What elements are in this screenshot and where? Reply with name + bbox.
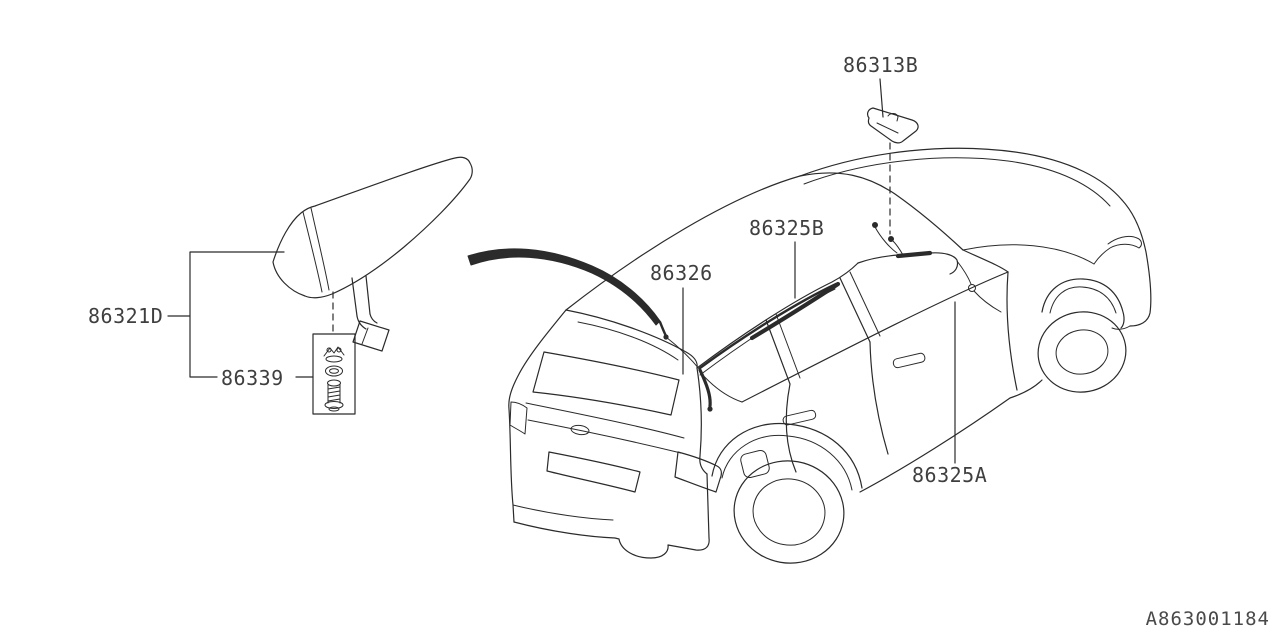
spring-nut-icon	[323, 346, 345, 363]
part-label-86325a[interactable]: 86325A	[912, 463, 988, 487]
part-label-86321d[interactable]: 86321D	[88, 304, 164, 328]
rear-door-handle	[782, 409, 817, 426]
license-plate-recess	[546, 451, 641, 493]
leader-86313b	[879, 78, 884, 118]
antenna-cord-harness	[658, 222, 1002, 412]
tailgate-badge	[570, 424, 590, 436]
antenna-connector	[352, 320, 390, 352]
leader-86321d	[167, 251, 314, 378]
feeder-cable-swoosh	[467, 248, 661, 326]
front-door-handle	[892, 352, 926, 369]
rear-window	[532, 351, 680, 416]
washer-icon	[325, 365, 343, 377]
part-label-86325b[interactable]: 86325B	[749, 216, 825, 240]
part-label-86313b[interactable]: 86313B	[843, 53, 919, 77]
taillight-left	[509, 401, 528, 435]
fuel-door	[740, 449, 770, 479]
front-wheel	[1037, 278, 1127, 393]
diagram-reference-code: A863001184	[1145, 608, 1270, 630]
part-label-86339[interactable]: 86339	[221, 366, 284, 390]
antenna-mast	[351, 275, 378, 330]
bolt-icon	[324, 379, 344, 412]
shark-fin-antenna	[272, 156, 473, 352]
leader-lines	[167, 78, 956, 464]
hardware-kit-box	[312, 333, 356, 415]
part-label-86326[interactable]: 86326	[650, 261, 713, 285]
roof-bracket-part	[867, 107, 919, 144]
taillight-right	[674, 451, 722, 493]
car-line-drawing	[508, 147, 1152, 564]
rear-wheel	[711, 422, 863, 564]
